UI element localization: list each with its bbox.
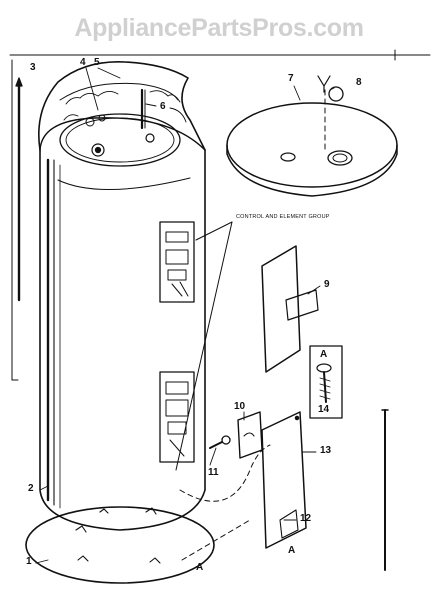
callout-2: 2 xyxy=(28,483,34,494)
watermark: AppliancePartsPros.com xyxy=(74,14,364,42)
tank-top-cutaway xyxy=(38,61,206,167)
callout-5: 5 xyxy=(94,57,100,68)
callout-3: 3 xyxy=(30,62,36,73)
small-screw xyxy=(209,435,231,449)
callout-11: 11 xyxy=(208,467,219,478)
anode-rod xyxy=(15,77,23,302)
base-pan xyxy=(25,506,215,584)
lower-access-panel xyxy=(261,411,307,549)
callout-7: 7 xyxy=(288,73,294,84)
upper-element-window xyxy=(159,221,195,303)
left-frame xyxy=(11,59,19,381)
callout-6: 6 xyxy=(160,101,166,112)
screw-box xyxy=(309,345,343,419)
control-group-caption: CONTROL AND ELEMENT GROUP xyxy=(236,214,330,220)
callout-a-base: A xyxy=(196,562,204,573)
callout-4: 4 xyxy=(80,57,86,68)
control-group-leaders xyxy=(175,221,233,471)
top-cover xyxy=(226,102,398,197)
callout-10: 10 xyxy=(234,401,246,412)
top-border xyxy=(9,49,431,61)
assembly-dashes xyxy=(179,89,326,561)
plug xyxy=(317,75,344,102)
callout-9: 9 xyxy=(324,279,330,290)
callout-a-panel: A xyxy=(288,545,296,556)
lower-element-window xyxy=(159,371,195,463)
callout-1: 1 xyxy=(26,556,32,567)
callout-leaders xyxy=(35,67,335,564)
callout-12: 12 xyxy=(300,513,312,524)
callout-8: 8 xyxy=(356,77,362,88)
right-frame xyxy=(381,409,389,571)
thermostat-cover xyxy=(237,411,263,459)
tank-body xyxy=(39,117,206,531)
callout-a-screw: A xyxy=(320,349,328,360)
callout-14: 14 xyxy=(318,404,330,415)
callout-13: 13 xyxy=(320,445,332,456)
upper-access-panel xyxy=(261,245,319,373)
